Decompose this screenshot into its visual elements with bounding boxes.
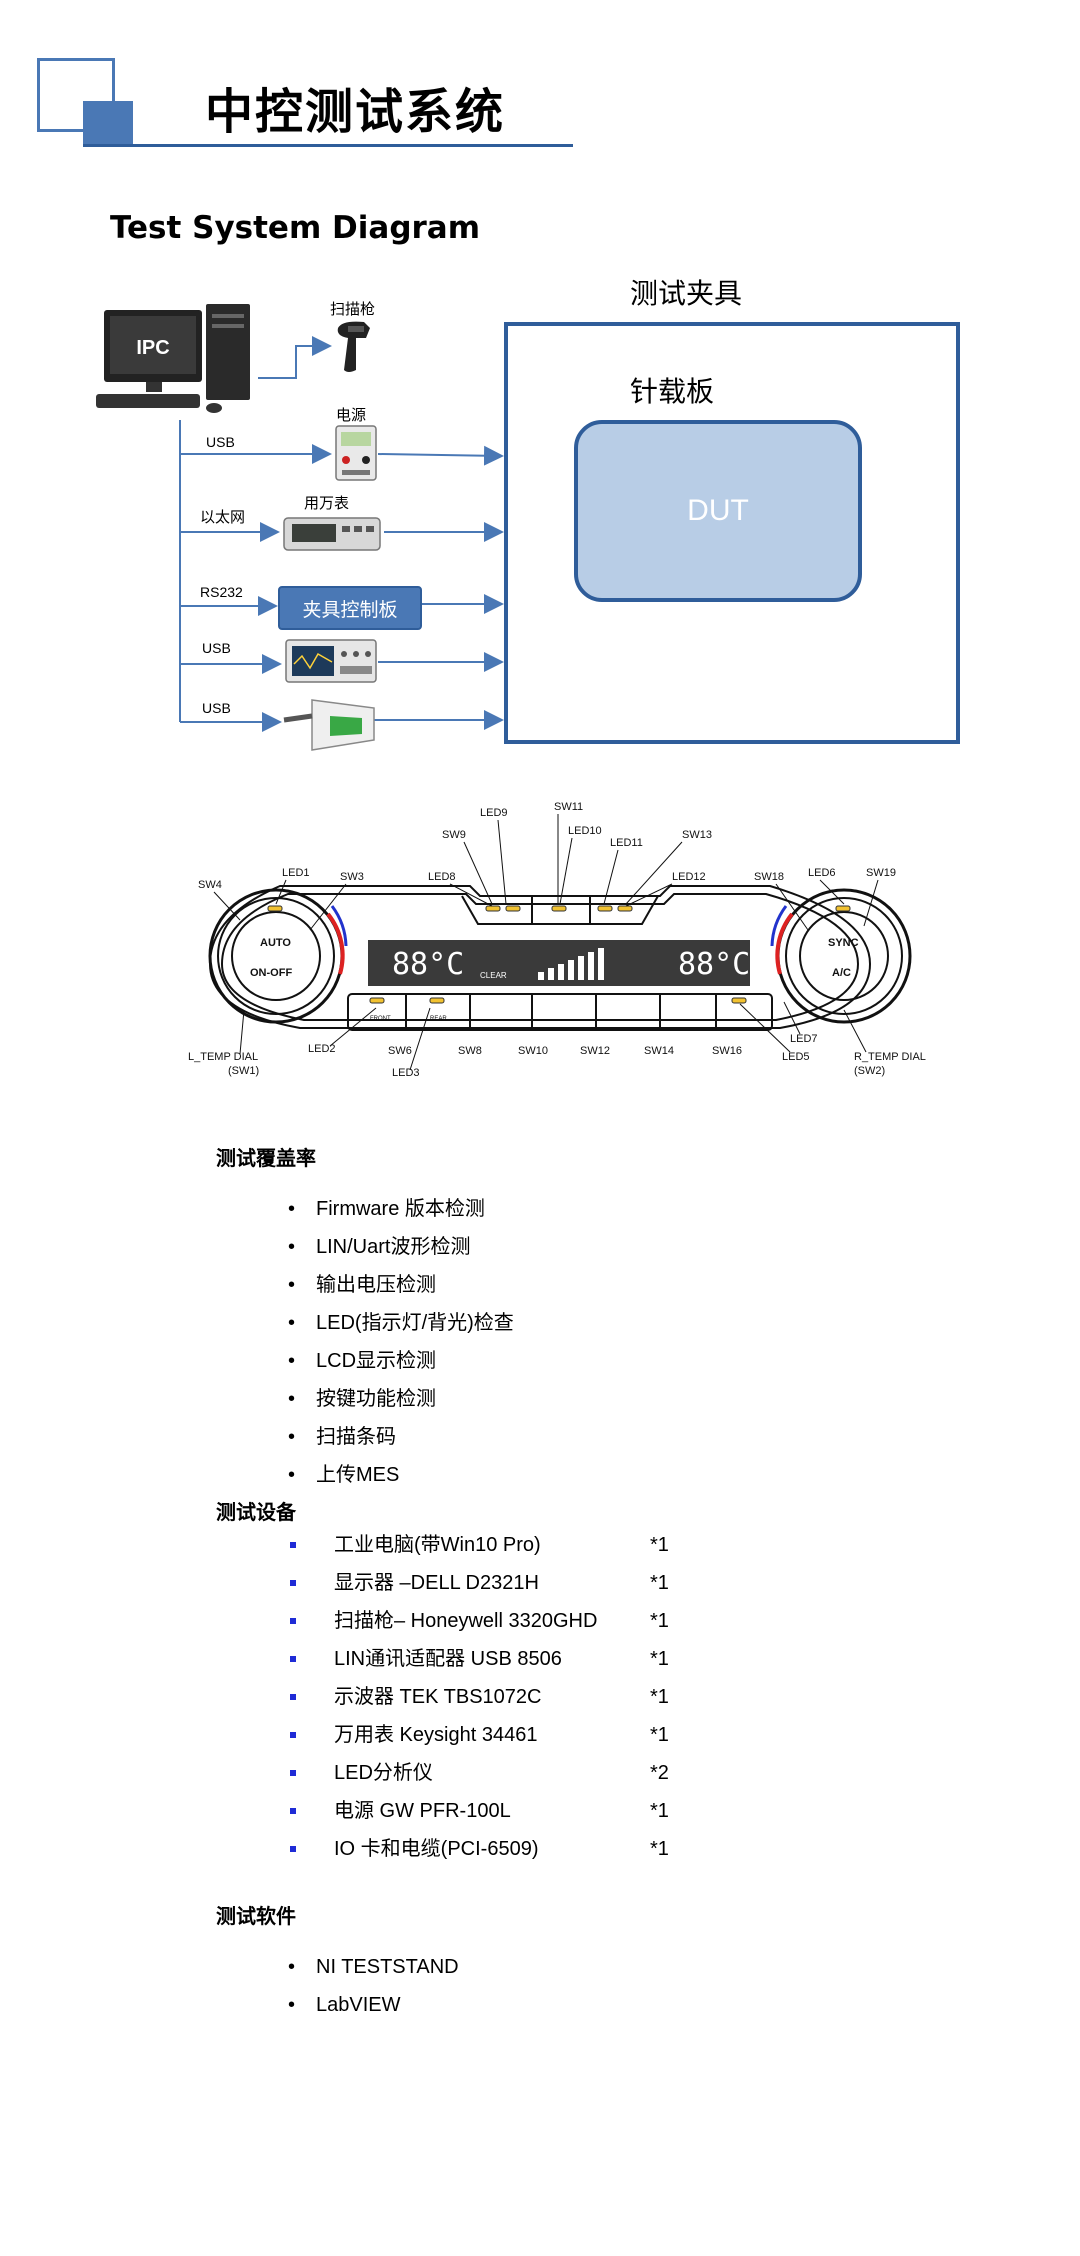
panel-label-sw6: SW6 (388, 1045, 412, 1057)
list-item: •扫描条码 (288, 1418, 514, 1456)
square-bullet-icon (290, 1618, 296, 1624)
panel-label-front: FRONT (370, 1016, 391, 1022)
list-item: •LED(指示灯/背光)检查 (288, 1304, 514, 1342)
panel-label-led5: LED5 (782, 1051, 810, 1063)
square-bullet-icon (290, 1656, 296, 1662)
lin-adapter-icon (283, 699, 375, 751)
bullet: • (288, 1994, 296, 2016)
bullet: • (288, 1312, 296, 1334)
scanner-icon (337, 321, 370, 372)
panel-label-led6: LED6 (808, 867, 836, 879)
square-bullet-icon (290, 1770, 296, 1776)
square-bullet-icon (290, 1732, 296, 1738)
panel-label-sw13: SW13 (682, 829, 712, 841)
software-list: •NI TESTSTAND •LabVIEW (288, 1948, 459, 2024)
test-fixture-box (504, 322, 960, 744)
panel-label-led3: LED3 (392, 1067, 420, 1079)
panel-label-sw16: SW16 (712, 1045, 742, 1057)
panel-label-ac: A/C (832, 967, 851, 979)
panel-label-on-off: ON-OFF (250, 967, 292, 979)
bullet: • (288, 1426, 296, 1448)
list-item: •按键功能检测 (288, 1380, 514, 1418)
panel-label-auto: AUTO (260, 937, 291, 949)
panel-label-led10: LED10 (568, 825, 602, 837)
panel-label-sw3: SW3 (340, 871, 364, 883)
panel-label-sw18: SW18 (754, 871, 784, 883)
conn-label-usb-1: USB (206, 434, 235, 450)
lcd-right-temp: 88°C (678, 947, 750, 982)
control-panel-diagram: 88°C 88°C CLEAR LED9 SW11 LED10 SW9 LED1… (188, 801, 926, 1079)
bullet: • (288, 1236, 296, 1258)
bullet: • (288, 1388, 296, 1410)
panel-label-led11: LED11 (610, 837, 643, 849)
list-item: •LabVIEW (288, 1986, 459, 2024)
coverage-title: 测试覆盖率 (216, 1146, 316, 1170)
panel-label-led7: LED7 (790, 1033, 818, 1045)
coverage-list: •Firmware 版本检测 •LIN/Uart波形检测 •输出电压检测 •LE… (288, 1190, 514, 1494)
conn-label-ethernet: 以太网 (200, 508, 246, 526)
panel-label-led1: LED1 (282, 867, 310, 879)
page-title: 中控测试系统 (205, 84, 506, 140)
fixture-controller-box: 夹具控制板 (278, 586, 422, 630)
panel-label-led12: LED12 (672, 871, 706, 883)
section-title: Test System Diagram (110, 210, 481, 246)
panel-label-sw19: SW19 (866, 867, 896, 879)
panel-label-r-temp-dial: R_TEMP DIAL (854, 1051, 926, 1063)
panel-label-led9: LED9 (480, 807, 508, 819)
list-item: •Firmware 版本检测 (288, 1190, 514, 1228)
panel-label-sw8: SW8 (458, 1045, 482, 1057)
panel-label-sw9: SW9 (442, 829, 466, 841)
scanner-label: 扫描枪 (330, 300, 376, 318)
panel-label-l-temp-dial: L_TEMP DIAL (188, 1051, 258, 1063)
panel-label-sw2: (SW2) (854, 1065, 885, 1077)
square-bullet-icon (290, 1694, 296, 1700)
panel-label-rear: REAR (430, 1016, 447, 1022)
list-item: •LCD显示检测 (288, 1342, 514, 1380)
header-decor-outline (37, 58, 115, 132)
square-bullet-icon (290, 1808, 296, 1814)
list-item: •LIN/Uart波形检测 (288, 1228, 514, 1266)
panel-label-led8: LED8 (428, 871, 456, 883)
conn-label-rs232: RS232 (200, 584, 243, 600)
list-item: •NI TESTSTAND (288, 1948, 459, 1986)
oscilloscope-icon (285, 639, 377, 683)
power-supply-icon (335, 425, 377, 481)
diagram-connections (179, 336, 504, 732)
fixture-label: 测试夹具 (630, 277, 743, 310)
software-title: 测试软件 (216, 1904, 296, 1928)
conn-label-usb-3: USB (202, 700, 231, 716)
conn-label-usb-2: USB (202, 640, 231, 656)
ipc-computer-icon: IPC (96, 304, 250, 413)
ipc-label: IPC (136, 337, 169, 359)
square-bullet-icon (290, 1542, 296, 1548)
panel-label-sw12: SW12 (580, 1045, 610, 1057)
header-underline (83, 144, 573, 147)
panel-label-sw11: SW11 (554, 801, 583, 813)
list-item: •上传MES (288, 1456, 514, 1494)
list-item: •输出电压检测 (288, 1266, 514, 1304)
panel-label-sw10: SW10 (518, 1045, 548, 1057)
bed-of-nails-label: 针载板 (630, 375, 715, 408)
bullet: • (288, 1198, 296, 1220)
bullet: • (288, 1956, 296, 1978)
multimeter-icon (283, 517, 381, 551)
panel-label-sync: SYNC (828, 937, 859, 949)
lcd-clear-label: CLEAR (480, 971, 507, 980)
header-decor-block (83, 101, 133, 147)
panel-label-sw4: SW4 (198, 879, 222, 891)
square-bullet-icon (290, 1846, 296, 1852)
panel-label-sw1: (SW1) (228, 1065, 259, 1077)
bullet: • (288, 1274, 296, 1296)
equipment-title: 测试设备 (216, 1500, 296, 1524)
lcd-left-temp: 88°C (392, 947, 464, 982)
dut-box: DUT (574, 420, 862, 602)
multimeter-label: 用万表 (304, 494, 350, 512)
bullet: • (288, 1350, 296, 1372)
square-bullet-icon (290, 1580, 296, 1586)
panel-label-sw14: SW14 (644, 1045, 674, 1057)
power-label: 电源 (336, 406, 367, 424)
panel-label-led2: LED2 (308, 1043, 336, 1055)
bullet: • (288, 1464, 296, 1486)
